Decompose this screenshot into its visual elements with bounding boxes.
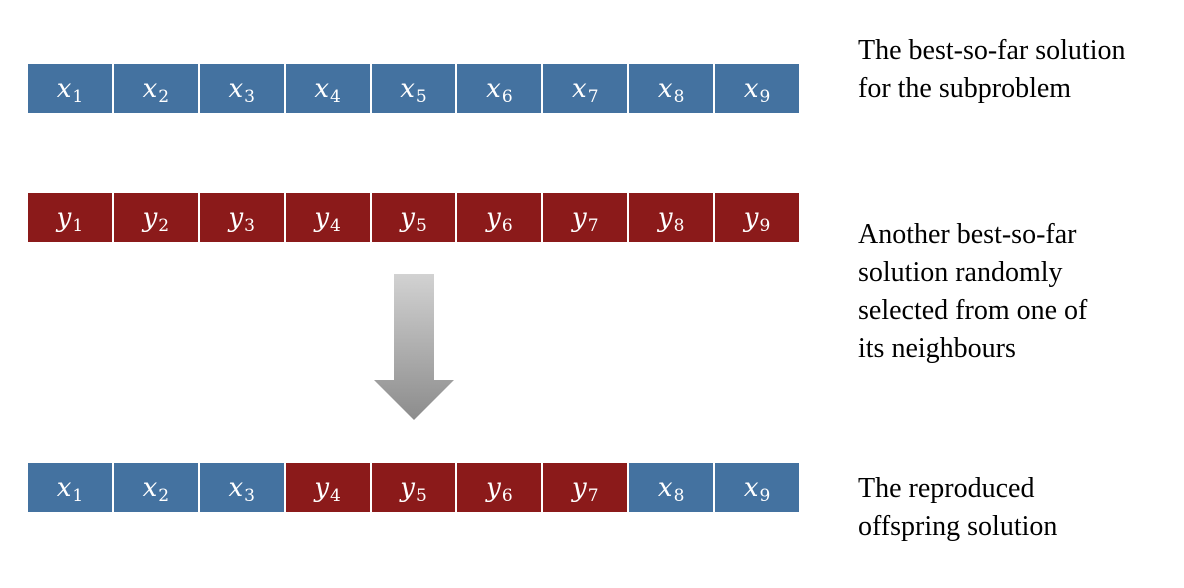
variable-symbol: x [486,73,501,104]
caption-line: The reproduced [858,473,1035,504]
variable-symbol: y [486,472,501,503]
variable-subscript: 9 [759,86,771,107]
variable-symbol: y [56,202,72,233]
variable-symbol: y [743,202,759,233]
offspring-caption: The reproduced offspring solution [858,470,1178,546]
variable-subscript: 4 [330,215,341,236]
variable-subscript: 5 [415,215,427,236]
variable-symbol: x [314,73,330,104]
variable-symbol: x [743,73,759,104]
down-arrow-icon [374,274,454,420]
variable-subscript: 6 [501,485,513,506]
variable-symbol: x [56,73,72,104]
variable-subscript: 2 [158,485,170,506]
variable-symbol: y [657,202,673,233]
caption-line: Another best-so-far [858,219,1077,250]
variable-subscript: 1 [72,215,84,236]
caption-line: The best-so-far solution [858,35,1126,66]
variable-subscript: 3 [244,86,255,107]
variable-subscript: 2 [158,86,170,107]
variable-symbol: x [56,472,72,503]
variable-subscript: 7 [587,86,599,107]
variable-subscript: 3 [244,215,255,236]
variable-symbol: y [314,472,330,503]
variable-subscript: 1 [72,485,84,506]
caption-line: for the subproblem [858,73,1072,104]
variable-subscript: 4 [330,485,341,506]
variable-symbol: y [572,202,587,233]
variable-symbol: x [228,472,244,503]
best-so-far-caption: The best-so-far solution for the subprob… [858,32,1178,108]
variable-symbol: x [743,472,759,503]
variable-symbol: y [314,202,330,233]
variable-symbol: y [400,472,415,503]
variable-symbol: x [142,73,158,104]
caption-line: selected from one of [858,295,1088,326]
variable-symbol: y [142,202,158,233]
variable-symbol: x [400,73,415,104]
variable-symbol: x [657,472,673,503]
variable-subscript: 6 [501,86,513,107]
variable-symbol: y [572,472,587,503]
variable-symbol: x [228,73,244,104]
variable-subscript: 7 [587,215,599,236]
variable-symbol: x [572,73,587,104]
variable-symbol: x [657,73,673,104]
variable-symbol: y [486,202,501,233]
variable-subscript: 4 [330,86,341,107]
variable-subscript: 8 [673,485,685,506]
variable-subscript: 5 [415,485,427,506]
variable-symbol: y [400,202,415,233]
variable-symbol: x [142,472,158,503]
caption-line: offspring solution [858,511,1058,542]
variable-subscript: 8 [673,86,685,107]
variable-subscript: 5 [415,86,427,107]
variable-subscript: 6 [501,215,513,236]
caption-line: its neighbours [858,333,1016,364]
variable-subscript: 3 [244,485,255,506]
neighbour-caption: Another best-so-far solution randomly se… [858,216,1178,368]
variable-subscript: 9 [759,485,771,506]
variable-subscript: 7 [587,485,599,506]
variable-subscript: 9 [759,215,771,236]
variable-subscript: 2 [158,215,170,236]
variable-subscript: 1 [72,86,84,107]
caption-line: solution randomly [858,257,1063,288]
variable-symbol: y [228,202,244,233]
variable-subscript: 8 [673,215,685,236]
